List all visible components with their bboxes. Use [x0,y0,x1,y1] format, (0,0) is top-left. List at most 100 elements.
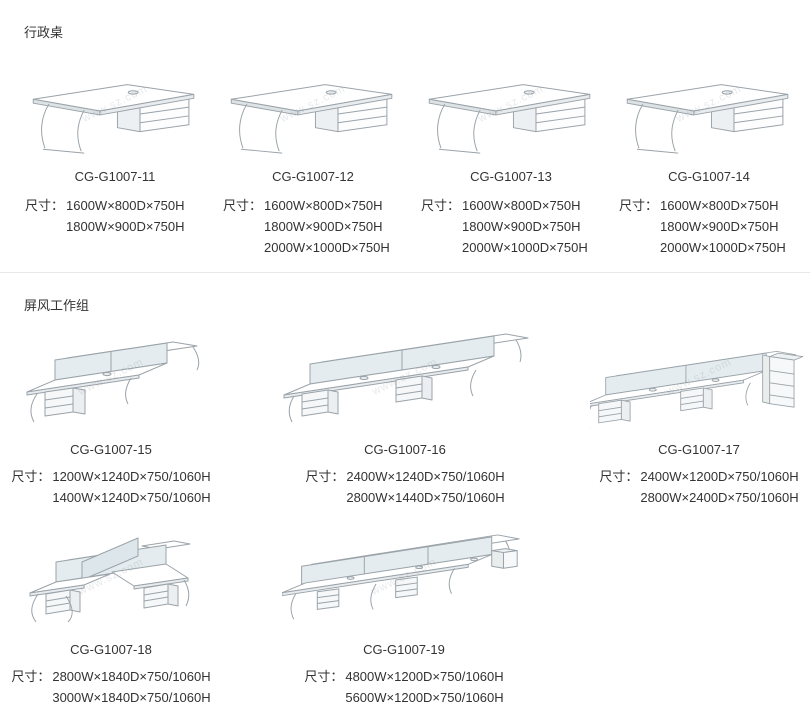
size-label-spacer [223,216,264,237]
size-line: 尺寸：4800W×1200D×750/1060H [304,666,503,687]
size-line: 1800W×900D×750H [25,216,185,237]
size-label-spacer [619,216,660,237]
product-image[interactable]: www.sz.com [610,43,808,161]
size-label-spacer [619,237,660,258]
size-line: 2000W×1000D×750H [223,237,390,258]
product-name[interactable]: CG-G1007-14 [668,169,750,184]
product-image[interactable]: www.sz.com [16,43,214,161]
size-value: 2800W×1840D×750/1060H [52,669,211,684]
size-label: 尺寸： [599,469,639,484]
size-value: 1800W×900D×750H [660,219,779,234]
executive-desk-illustration [428,84,591,154]
size-label: 尺寸： [305,469,345,484]
workstation-illustration [590,344,808,432]
size-line: 尺寸：1600W×800D×750H [619,195,786,216]
product-image[interactable]: www.sz.com [0,516,222,634]
product-name[interactable]: CG-G1007-11 [74,169,156,184]
size-label: 尺寸： [304,669,344,684]
size-value: 1600W×800D×750H [462,198,581,213]
size-value: 2400W×1200D×750/1060H [640,469,799,484]
product-card: www.sz.com CG-G1007-13 尺寸：1600W×800D×750… [412,43,610,258]
product-sizes: 尺寸：1600W×800D×750H 1800W×900D×750H [16,195,185,237]
product-name[interactable]: CG-G1007-16 [364,442,446,457]
size-value: 1600W×800D×750H [660,198,779,213]
product-sizes: 尺寸：2400W×1200D×750/1060H 2800W×2400D×750… [599,466,798,508]
section-title-executive: 行政桌 [24,25,64,40]
product-image[interactable]: www.sz.com [214,43,412,161]
workstation-illustration [26,341,200,423]
size-line: 2000W×1000D×750H [619,237,786,258]
size-label: 尺寸： [11,669,51,684]
product-name[interactable]: CG-G1007-17 [658,442,740,457]
executive-desk-illustration [230,84,393,154]
section-screen-workstations: 屏风工作组 www.sz.com CG-G1007-15 尺寸：1200W×12… [0,273,810,718]
product-name[interactable]: CG-G1007-19 [363,642,445,657]
product-card: www.sz.com CG-G1007-14 尺寸：1600W×800D×750… [610,43,808,258]
product-sizes: 尺寸：2800W×1840D×750/1060H 3000W×1840D×750… [11,666,210,708]
size-value: 2400W×1240D×750/1060H [346,469,505,484]
workstation-illustration [29,537,191,623]
size-line: 尺寸：1600W×800D×750H [25,195,185,216]
section-divider [0,272,810,273]
workstation-illustration [283,333,529,423]
size-line: 3000W×1840D×750/1060H [11,687,210,708]
size-line: 尺寸：2400W×1240D×750/1060H [305,466,504,487]
product-sizes: 尺寸：1200W×1240D×750/1060H 1400W×1240D×750… [11,466,210,508]
product-sizes: 尺寸：4800W×1200D×750/1060H 5600W×1200D×750… [304,666,503,708]
workstation-product-row-1: www.sz.com CG-G1007-15 尺寸：1200W×1240D×75… [0,316,810,508]
size-line: 1400W×1240D×750/1060H [11,487,210,508]
size-value: 3000W×1840D×750/1060H [52,690,211,705]
size-line: 2800W×1440D×750/1060H [305,487,504,508]
product-card: www.sz.com CG-G1007-16 尺寸：2400W×1240D×75… [259,316,551,508]
product-card: www.sz.com CG-G1007-17 尺寸：2400W×1200D×75… [588,316,810,508]
product-name[interactable]: CG-G1007-12 [272,169,354,184]
product-sizes: 尺寸：2400W×1240D×750/1060H 2800W×1440D×750… [305,466,504,508]
workstation-illustration [281,534,520,620]
product-image[interactable]: www.sz.com [0,316,222,434]
product-card: www.sz.com CG-G1007-11 尺寸：1600W×800D×750… [16,43,214,258]
size-label-spacer [11,487,52,508]
product-name[interactable]: CG-G1007-18 [70,642,152,657]
size-label-spacer [421,237,462,258]
product-name[interactable]: CG-G1007-13 [470,169,552,184]
size-value: 1800W×900D×750H [66,219,185,234]
section-title-workstations: 屏风工作组 [24,298,90,313]
size-value: 2800W×2400D×750/1060H [640,490,799,505]
product-image[interactable]: www.sz.com [258,516,550,634]
section-executive-desks: 行政桌 www.sz.com CG-G1007-11 尺寸：1600W×800D… [0,0,810,258]
size-value: 1600W×800D×750H [264,198,383,213]
size-label: 尺寸： [421,198,461,213]
size-label-spacer [421,216,462,237]
size-value: 1800W×900D×750H [462,219,581,234]
size-line: 2800W×2400D×750/1060H [599,487,798,508]
size-line: 尺寸：2800W×1840D×750/1060H [11,666,210,687]
size-line: 2000W×1000D×750H [421,237,588,258]
size-value: 2000W×1000D×750H [462,240,588,255]
size-value: 2000W×1000D×750H [264,240,390,255]
size-label: 尺寸： [25,198,65,213]
product-image[interactable]: www.sz.com [259,316,551,434]
size-value: 2800W×1440D×750/1060H [346,490,505,505]
executive-desk-illustration [32,84,195,154]
product-sizes: 尺寸：1600W×800D×750H 1800W×900D×750H 2000W… [214,195,390,258]
executive-product-row: www.sz.com CG-G1007-11 尺寸：1600W×800D×750… [0,43,810,258]
size-label-spacer [304,687,345,708]
workstation-product-row-2: www.sz.com CG-G1007-18 尺寸：2800W×1840D×75… [0,516,810,708]
size-line: 1800W×900D×750H [421,216,588,237]
size-label-spacer [305,487,346,508]
size-label-spacer [11,687,52,708]
size-line: 1800W×900D×750H [223,216,390,237]
size-label-spacer [599,487,640,508]
size-label: 尺寸： [619,198,659,213]
size-line: 尺寸：2400W×1200D×750/1060H [599,466,798,487]
size-value: 5600W×1200D×750/1060H [345,690,504,705]
size-line: 尺寸：1600W×800D×750H [421,195,588,216]
product-image[interactable]: www.sz.com [588,316,810,434]
size-line: 5600W×1200D×750/1060H [304,687,503,708]
size-value: 1800W×900D×750H [264,219,383,234]
product-image[interactable]: www.sz.com [412,43,610,161]
size-label: 尺寸： [11,469,51,484]
product-name[interactable]: CG-G1007-15 [70,442,152,457]
size-value: 1400W×1240D×750/1060H [52,490,211,505]
